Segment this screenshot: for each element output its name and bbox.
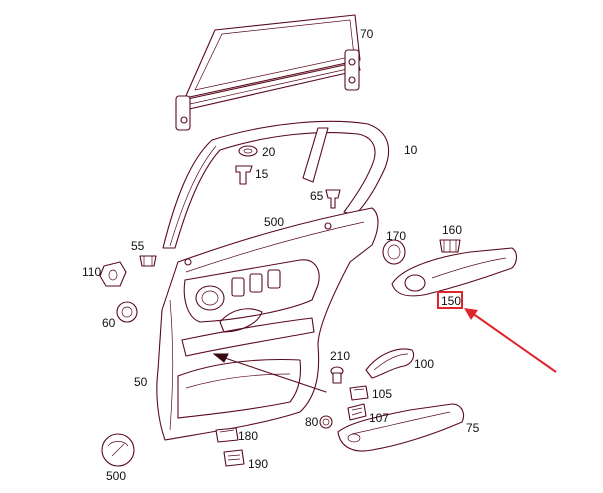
part-100-handle[interactable] (365, 348, 415, 379)
label-500-top: 500 (264, 215, 284, 229)
label-75: 75 (466, 421, 480, 435)
highlight-arrow-line (471, 312, 557, 373)
label-110: 110 (82, 265, 101, 279)
part-110-bracket[interactable] (99, 261, 127, 287)
label-50: 50 (134, 375, 148, 389)
label-160: 160 (442, 223, 462, 237)
assembly-arrow (212, 353, 327, 393)
highlight-box (437, 291, 463, 309)
part-170-speaker-grille[interactable] (382, 239, 406, 265)
part-150-trim-strip[interactable] (391, 247, 518, 297)
part-80-grommet[interactable] (319, 415, 333, 429)
part-190-lamp[interactable] (223, 449, 245, 467)
part-70-sunshade[interactable] (175, 14, 361, 131)
label-150: 150 (441, 294, 461, 308)
part-60-grommet[interactable] (116, 301, 138, 323)
part-180-clip[interactable] (215, 427, 239, 443)
label-170: 170 (386, 229, 406, 243)
label-55: 55 (131, 239, 145, 253)
part-75-armrest-trim[interactable] (337, 403, 465, 452)
highlight-arrow-head (464, 308, 478, 320)
part-500-door-panel[interactable] (156, 207, 379, 441)
label-80: 80 (305, 415, 319, 429)
label-65: 65 (310, 189, 324, 203)
part-107-clip[interactable] (347, 403, 367, 421)
label-10: 10 (404, 143, 418, 157)
label-100: 100 (414, 357, 434, 371)
label-70: 70 (360, 27, 374, 41)
part-55-bolt[interactable] (139, 255, 157, 267)
label-15: 15 (255, 167, 269, 181)
label-107: 107 (369, 411, 389, 425)
highlight-150 (437, 291, 557, 373)
label-105: 105 (372, 387, 392, 401)
label-500-bottom: 500 (106, 469, 126, 483)
part-65-fastener[interactable] (325, 189, 341, 209)
label-180: 180 (238, 429, 258, 443)
part-15-clip[interactable] (235, 165, 253, 185)
part-105-switch[interactable] (349, 385, 369, 401)
part-20-clip[interactable] (238, 145, 258, 157)
part-210-screw[interactable] (330, 366, 344, 384)
label-60: 60 (102, 316, 116, 330)
part-500-round-fastener[interactable] (101, 433, 135, 467)
part-160-clip[interactable] (439, 239, 461, 253)
label-190: 190 (248, 457, 268, 471)
label-20: 20 (262, 145, 276, 159)
label-210: 210 (330, 349, 350, 363)
